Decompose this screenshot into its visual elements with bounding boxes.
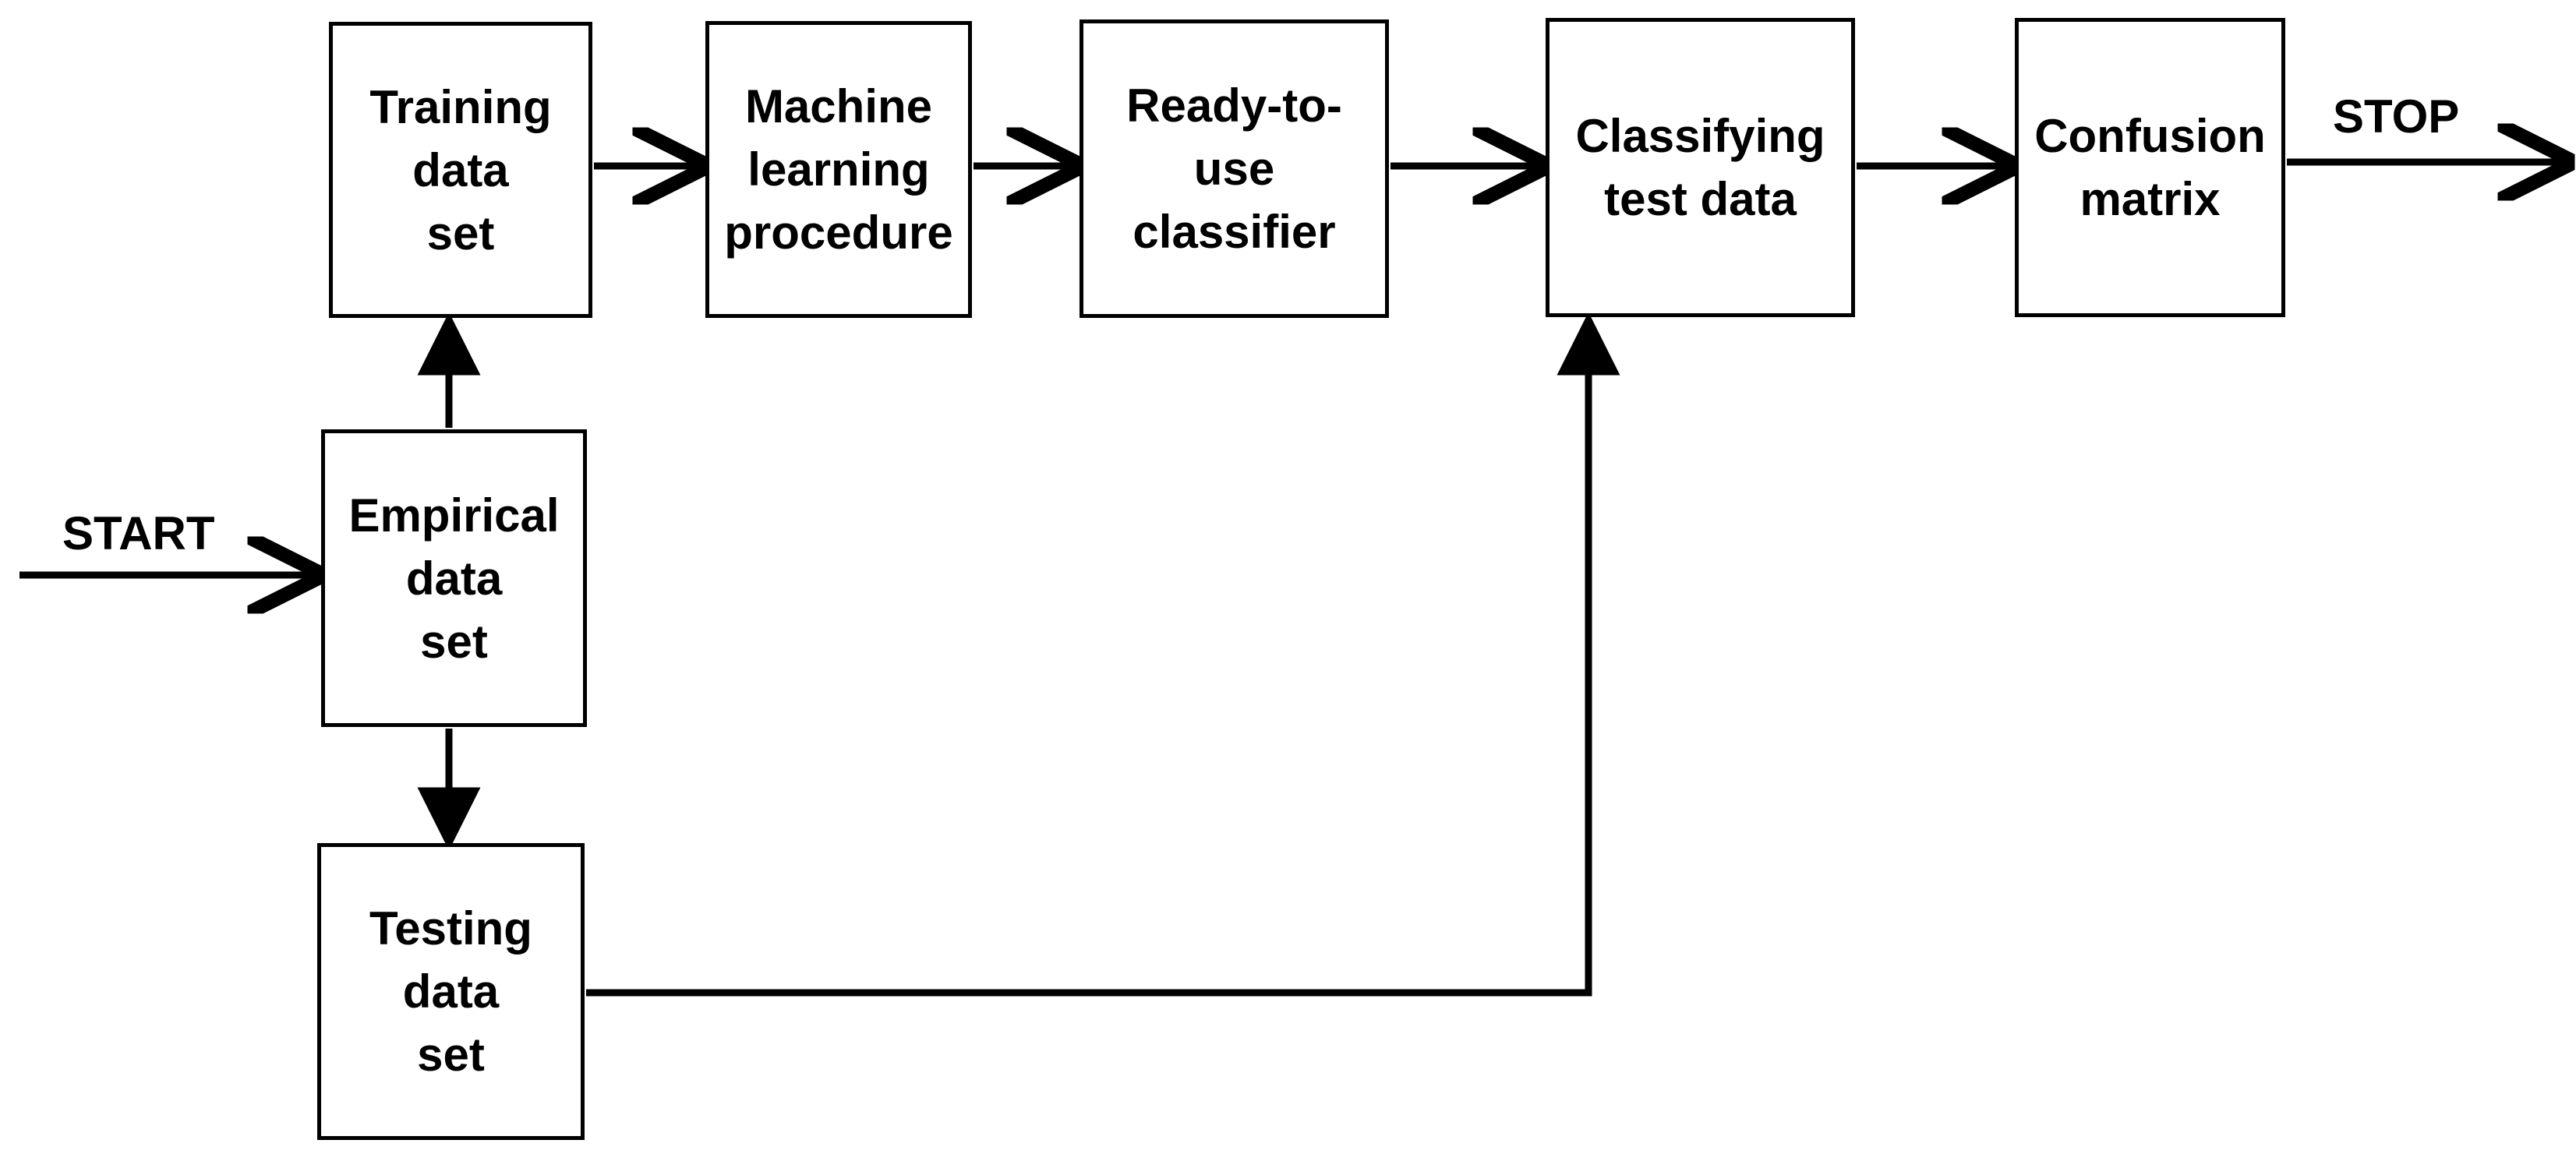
stop-terminal-label: STOP [2333,90,2460,143]
node-ready-to-use-classifier[interactable]: Ready-to-use classifier [1080,19,1389,318]
node-machine-learning-procedure-label: Machine learning procedure [724,80,953,259]
node-classifying-test-data[interactable]: Classifying test data [1546,18,1855,317]
node-confusion-matrix[interactable]: Confusion matrix [2015,18,2285,317]
edge-testing-to-classifying [586,312,1620,997]
node-empirical-data-set[interactable]: Empirical data set [321,429,587,727]
node-machine-learning-procedure[interactable]: Machine learning procedure [705,21,972,318]
node-training-data-set-label: Training data set [369,80,552,259]
node-testing-data-set-label: Testing data set [369,902,532,1081]
node-classifying-test-data-label: Classifying test data [1575,110,1825,225]
node-testing-data-set[interactable]: Testing data set [317,843,585,1140]
node-training-data-set[interactable]: Training data set [329,22,592,318]
start-terminal-label: START [62,507,215,559]
node-empirical-data-set-label: Empirical data set [348,489,560,668]
node-ready-to-use-classifier-label: Ready-to-use classifier [1126,79,1342,258]
node-confusion-matrix-label: Confusion matrix [2034,110,2266,225]
